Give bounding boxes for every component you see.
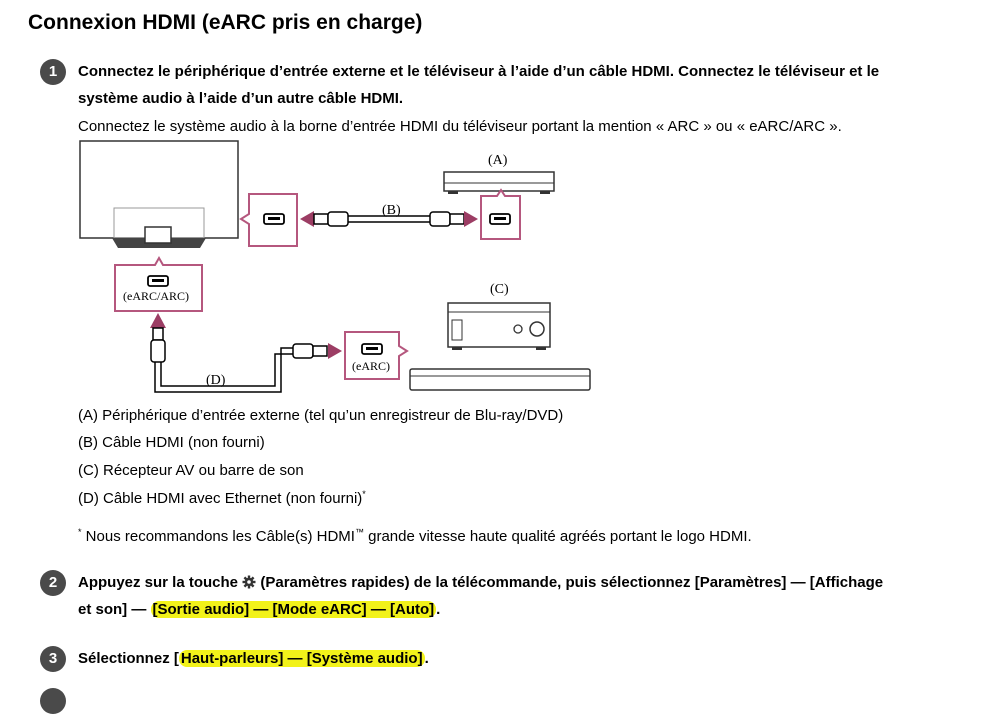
highlight-haut-parleurs: Haut-parleurs] — [Système audio]	[178, 650, 425, 667]
cable-d	[150, 313, 342, 393]
hdmi-port-icon	[263, 213, 285, 225]
label-b: (B)	[382, 203, 401, 218]
tv-hdmi-port-callout	[239, 193, 298, 247]
step-2-text-b: (Paramètres rapides) de la télécommande,…	[256, 574, 884, 591]
legend-c: (C) Récepteur AV ou barre de son	[78, 462, 304, 479]
step-1-text-line1: Connectez le périphérique d’entrée exter…	[78, 63, 880, 80]
step-2-line2-end: .	[436, 601, 441, 618]
trademark-symbol: ™	[354, 527, 364, 537]
footnote: * Nous recommandons les Câble(s) HDMI™ g…	[78, 527, 752, 545]
step-3-text: Sélectionnez [Haut-parleurs] — [Système …	[78, 645, 429, 672]
step-3-end: .	[424, 650, 429, 667]
footnote-mark: *	[78, 527, 82, 537]
tv-icon	[79, 140, 239, 248]
step-1-number: 1	[40, 59, 66, 85]
step-1-note: Connectez le système audio à la borne d’…	[78, 118, 842, 135]
hdmi-port-icon	[361, 343, 383, 355]
hdmi-port-icon	[147, 275, 169, 287]
receiver-earc-port-callout	[344, 331, 409, 380]
step-2-text-line2: et son] — [Sortie audio] — [Mode eARC] —…	[78, 596, 440, 623]
step-2-line2-start: et son] —	[78, 601, 151, 618]
label-a: (A)	[488, 153, 508, 168]
tv-earc-port-callout	[114, 255, 203, 312]
footnote-marker: *	[362, 489, 366, 499]
step-2-number: 2	[40, 570, 66, 596]
highlight-sortie-audio: [Sortie audio] — [Mode eARC] — [Auto]	[150, 601, 437, 618]
device-a-hdmi-port-callout	[480, 188, 521, 240]
footnote-text-1: Nous recommandons les Câble(s) HDMI	[81, 528, 355, 545]
step-3-number: 3	[40, 646, 66, 672]
label-d: (D)	[206, 373, 226, 388]
cable-b	[300, 211, 478, 227]
sound-bar-icon	[409, 368, 591, 391]
legend-b: (B) Câble HDMI (non fourni)	[78, 434, 265, 451]
legend-d: (D) Câble HDMI avec Ethernet (non fourni…	[78, 489, 366, 507]
receiver-port-label: (eARC)	[352, 359, 390, 373]
page-title: Connexion HDMI (eARC pris en charge)	[28, 11, 423, 34]
legend-d-text: (D) Câble HDMI avec Ethernet (non fourni…	[78, 490, 363, 507]
legend-a: (A) Périphérique d’entrée externe (tel q…	[78, 407, 564, 424]
device-a-icon	[443, 171, 555, 194]
connection-diagram: (B) (A) (eARC/ARC) (D)	[79, 140, 591, 393]
hdmi-port-icon	[489, 213, 511, 225]
label-c: (C)	[490, 282, 509, 297]
step-1-text-line2: système audio à l’aide d’un autre câble …	[78, 90, 404, 107]
step-3-start: Sélectionnez [	[78, 650, 179, 667]
av-receiver-icon	[447, 302, 551, 350]
step-2-text-line1: Appuyez sur la touche (Paramètres rapide…	[78, 569, 883, 596]
gear-icon	[242, 575, 256, 589]
footnote-text-2: grande vitesse haute qualité agréés port…	[363, 528, 752, 545]
tv-port-label: (eARC/ARC)	[123, 289, 189, 303]
step-2-text-a: Appuyez sur la touche	[78, 574, 239, 591]
